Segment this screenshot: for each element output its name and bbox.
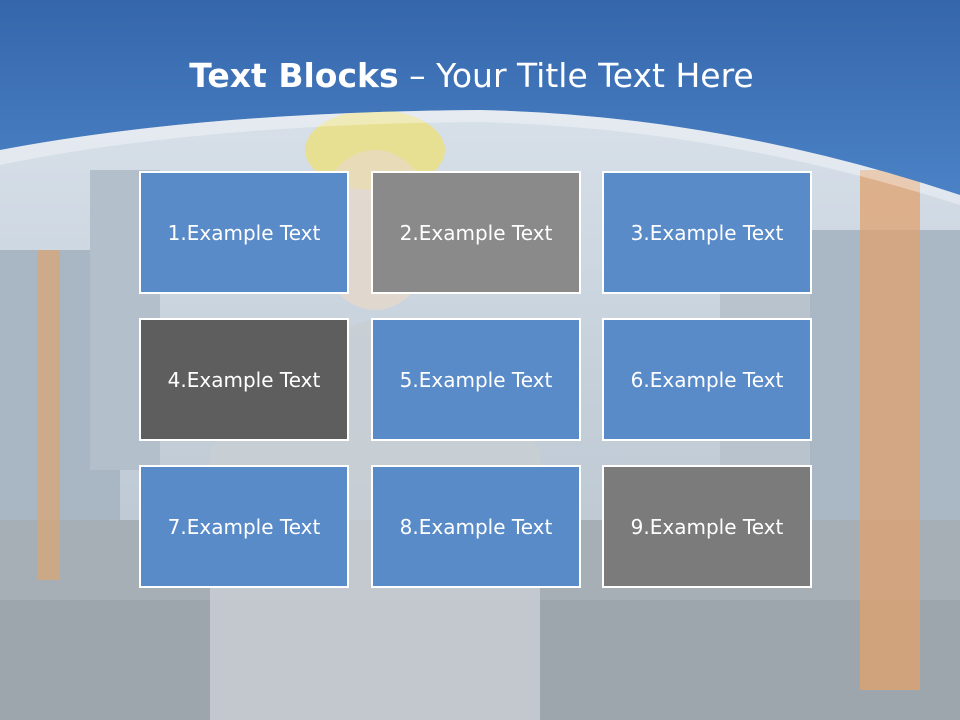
text-block-1[interactable]: 1.Example Text (139, 171, 349, 294)
text-block-6-label: 6.Example Text (630, 367, 784, 392)
text-block-8[interactable]: 8.Example Text (371, 465, 581, 588)
text-block-1-label: 1.Example Text (167, 220, 321, 245)
text-block-6[interactable]: 6.Example Text (602, 318, 812, 441)
text-block-2-label: 2.Example Text (399, 220, 553, 245)
text-block-4-label: 4.Example Text (167, 367, 321, 392)
slide-title: Text Blocks – Your Title Text Here (0, 56, 943, 96)
text-block-3-label: 3.Example Text (630, 220, 784, 245)
slide-title-bold: Text Blocks (189, 56, 399, 95)
text-block-5[interactable]: 5.Example Text (371, 318, 581, 441)
text-block-7[interactable]: 7.Example Text (139, 465, 349, 588)
text-block-5-label: 5.Example Text (399, 367, 553, 392)
text-block-7-label: 7.Example Text (167, 514, 321, 539)
text-block-4[interactable]: 4.Example Text (139, 318, 349, 441)
text-block-3[interactable]: 3.Example Text (602, 171, 812, 294)
text-block-9-label: 9.Example Text (630, 514, 784, 539)
text-block-2[interactable]: 2.Example Text (371, 171, 581, 294)
text-block-9[interactable]: 9.Example Text (602, 465, 812, 588)
text-block-8-label: 8.Example Text (399, 514, 553, 539)
slide-title-rest: – Your Title Text Here (398, 56, 754, 95)
